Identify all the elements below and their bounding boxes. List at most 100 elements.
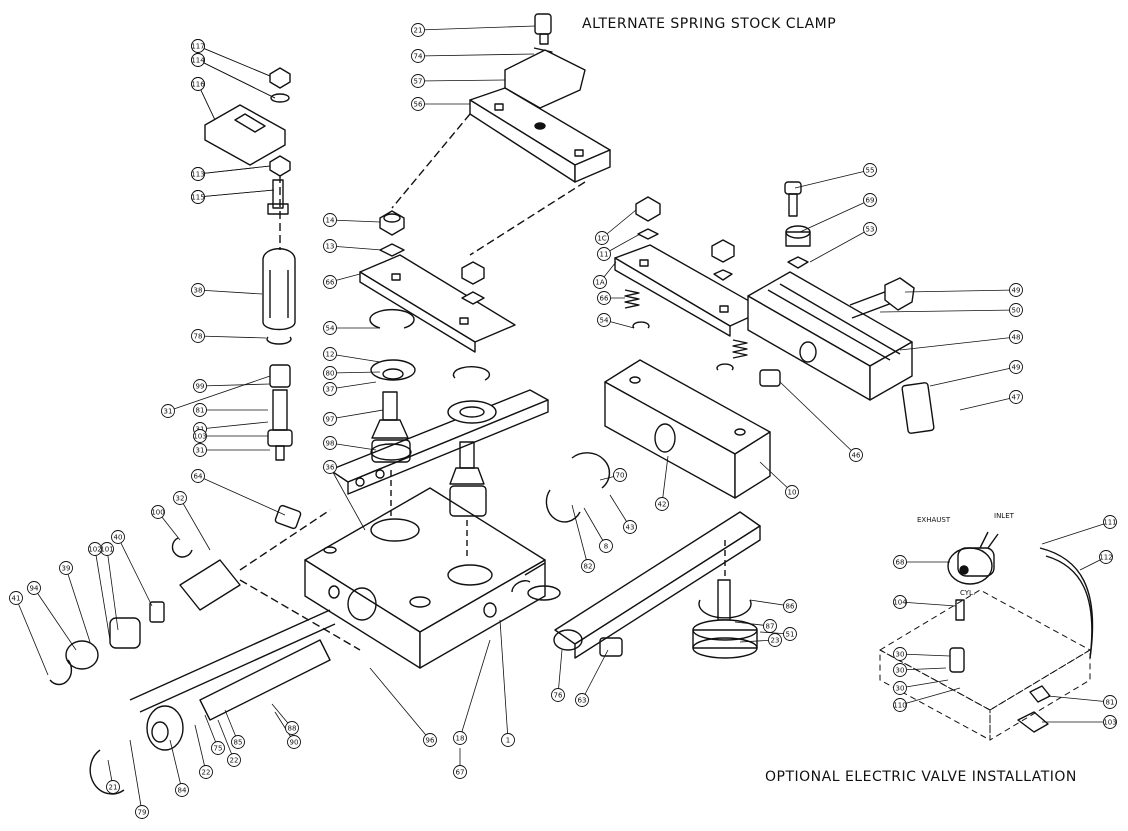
callout-number: 23	[771, 637, 780, 645]
leader-line	[129, 739, 143, 813]
leader-line	[329, 219, 381, 223]
callout-number: 8	[604, 543, 608, 551]
callout-number: 51	[786, 631, 795, 639]
callout-number: 74	[414, 53, 423, 61]
leader-line	[1041, 521, 1111, 545]
callout-bubble	[175, 783, 189, 797]
callout-bubble	[135, 805, 149, 819]
callout-bubble	[88, 542, 102, 556]
callout-bubble	[199, 765, 213, 779]
callout-bubble	[1009, 330, 1023, 344]
callout-bubble	[863, 222, 877, 236]
label-exhaust: EXHAUST	[917, 516, 951, 524]
callout-number: 50	[1012, 307, 1021, 315]
callout-bubble	[501, 733, 515, 747]
callout-bubble	[893, 698, 907, 712]
callout-number: 39	[62, 565, 71, 573]
leader-line	[197, 475, 286, 516]
callout-number: 81	[1106, 699, 1115, 707]
callout-number: 115	[191, 194, 204, 202]
callout-number: 21	[109, 784, 118, 792]
leader-line	[583, 507, 607, 547]
callout-bubble	[193, 429, 207, 443]
leader-line	[879, 309, 1017, 313]
callout-number: 76	[554, 692, 563, 700]
long-bar	[329, 389, 549, 495]
callout-number: 112	[1099, 554, 1112, 562]
callout-bubble	[27, 581, 41, 595]
leader-line	[106, 548, 119, 631]
callout-bubble	[423, 733, 437, 747]
callout-number: 66	[326, 279, 335, 287]
callout-number: 66	[600, 295, 609, 303]
callout-bubble	[655, 497, 669, 511]
callout-bubble	[893, 681, 907, 695]
leader-line	[94, 548, 111, 641]
callout-number: 49	[1012, 287, 1021, 295]
callout-number: 96	[426, 737, 435, 745]
callout-bubble	[191, 469, 205, 483]
leader-line	[794, 169, 871, 189]
callout-bubble	[613, 468, 627, 482]
callout-bubble	[191, 39, 205, 53]
leader-line	[329, 466, 366, 531]
callout-number: 103	[1103, 719, 1116, 727]
callout-number: 32	[176, 495, 185, 503]
callout-bubble	[191, 283, 205, 297]
callout-number: 78	[194, 333, 203, 341]
callout-number: 69	[866, 197, 875, 205]
callout-bubble	[1103, 695, 1117, 709]
callout-number: 116	[191, 81, 205, 89]
callout-number: 75	[214, 745, 223, 753]
callout-number: 49	[1012, 364, 1021, 372]
callout-number: 85	[234, 739, 243, 747]
callout-bubble	[785, 485, 799, 499]
leader-line	[571, 504, 589, 567]
callout-bubble	[849, 448, 863, 462]
leader-line	[899, 653, 951, 657]
callout-number: 11	[600, 251, 609, 259]
leader-line	[904, 289, 1017, 293]
spring-stock-clamp	[391, 13, 611, 256]
callout-number: 68	[896, 559, 905, 567]
label-inlet: INLET	[994, 512, 1014, 520]
callout-bubble	[227, 753, 241, 767]
callout-bubble	[783, 627, 797, 641]
callout-number: 30	[896, 667, 905, 675]
leader-line	[899, 667, 947, 671]
leader-line	[417, 53, 535, 57]
callout-number: 70	[616, 472, 625, 480]
callout-number: 55	[866, 167, 875, 175]
callout-bubble	[893, 595, 907, 609]
callout-number: 37	[326, 386, 335, 394]
callout-number: 94	[30, 585, 39, 593]
callout-number: 48	[1012, 334, 1021, 342]
base-block	[304, 487, 561, 669]
callout-bubble	[9, 591, 23, 605]
callout-bubble	[1009, 303, 1023, 317]
callout-bubble	[323, 436, 337, 450]
leader-line	[197, 45, 271, 77]
callout-number: 36	[326, 464, 335, 472]
leader-line	[179, 497, 211, 551]
callout-bubble	[323, 412, 337, 426]
callout-number: 10	[788, 489, 797, 497]
label-cyl: CYL.	[960, 589, 976, 597]
leader-line	[369, 667, 431, 741]
leader-line	[459, 639, 491, 739]
callout-bubble	[411, 49, 425, 63]
callout-number: 114	[191, 57, 205, 65]
title-alternate-spring-stock-clamp: ALTERNATE SPRING STOCK CLAMP	[582, 16, 837, 32]
callout-bubble	[1103, 515, 1117, 529]
callout-number: 63	[578, 697, 587, 705]
ring-80	[369, 308, 415, 329]
callout-number: 88	[288, 725, 297, 733]
leader-line	[899, 336, 1017, 351]
leader-line	[329, 442, 377, 451]
callout-bubble	[595, 231, 609, 245]
callout-number: 38	[194, 287, 203, 295]
leader-line	[499, 619, 509, 741]
leader-line	[167, 375, 271, 412]
callout-number: 103	[193, 433, 206, 441]
leader-line	[759, 461, 793, 493]
